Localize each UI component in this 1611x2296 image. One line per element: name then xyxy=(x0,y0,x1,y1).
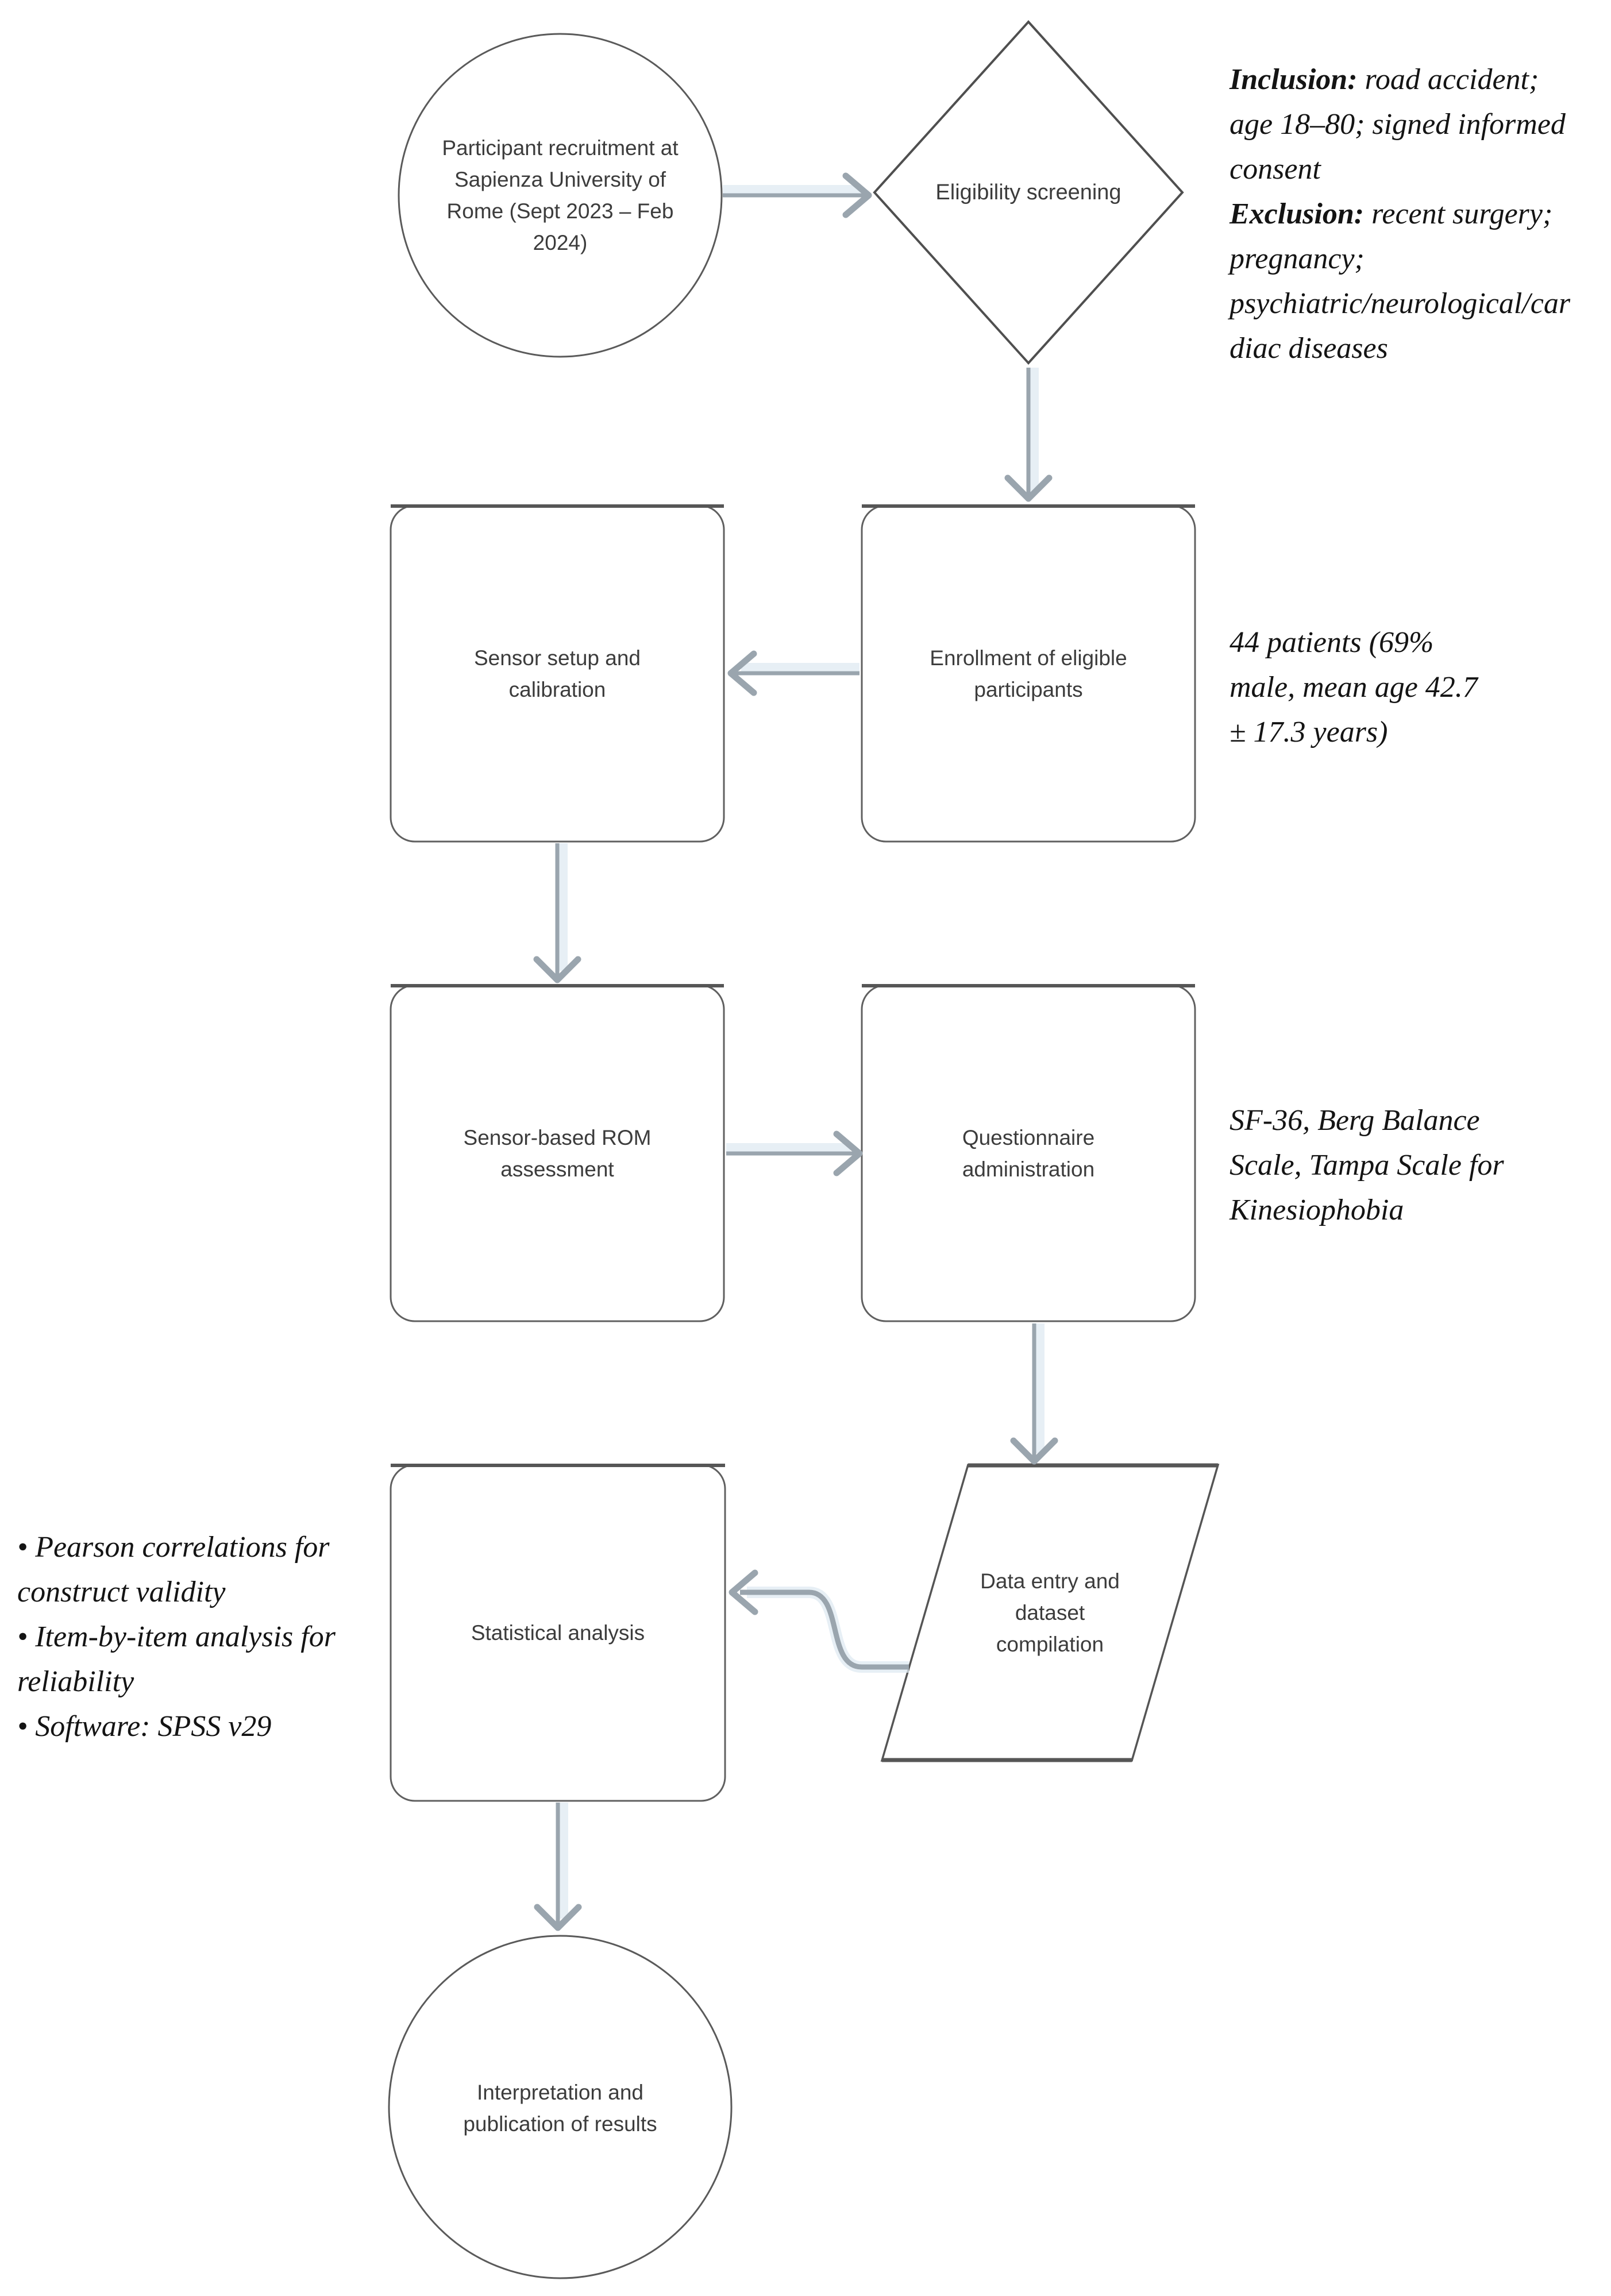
arrow-data-entry-to-statistics xyxy=(729,1569,909,1673)
arrow-enrollment-to-sensor-setup xyxy=(727,650,860,696)
enrollment-sample-note: 44 patients (69% male, mean age 42.7 ± 1… xyxy=(1230,626,1478,748)
questionnaire-scales-note: SF-36, Berg Balance Scale, Tampa Scale f… xyxy=(1230,1104,1504,1226)
sensor-setup-box-shape xyxy=(390,504,725,843)
data-entry-parallelogram-shape xyxy=(880,1463,1220,1762)
analysis-bullet-software: • Software: SPSS v29 xyxy=(17,1710,272,1743)
questionnaire-box-shape xyxy=(861,984,1196,1322)
enrollment-node-label: Enrollment of eligible participants xyxy=(930,646,1127,701)
arrow-screening-to-enrollment xyxy=(1004,368,1053,502)
inclusion-text: road accident; age 18–80; signed informe… xyxy=(1230,63,1566,186)
statistical-analysis-node-label: Statistical analysis xyxy=(471,1621,645,1645)
screening-diamond-shape xyxy=(873,20,1184,365)
end-circle-shape xyxy=(388,1935,733,2279)
arrow-start-to-screening xyxy=(723,172,872,218)
start-circle-shape xyxy=(398,33,723,358)
inclusion-label: Inclusion: xyxy=(1230,63,1358,96)
analysis-methods-note: • Pearson correlations for construct val… xyxy=(17,1525,388,1749)
sensor-setup-node-label: Sensor setup and calibration xyxy=(473,646,641,701)
questionnaire-node-label: Questionnaire administration xyxy=(962,1125,1095,1181)
arrow-statistics-to-end xyxy=(534,1803,582,1931)
arrow-sensor-setup-to-rom xyxy=(533,843,581,983)
end-node-label: Interpretation and publication of result… xyxy=(463,2081,657,2136)
eligibility-criteria-note: Inclusion: road accident; age 18–80; sig… xyxy=(1230,57,1583,371)
arrow-questionnaire-to-data-entry xyxy=(1010,1323,1058,1465)
analysis-bullet-pearson: • Pearson correlations for construct val… xyxy=(17,1531,330,1608)
rom-assessment-box-shape xyxy=(390,984,725,1322)
exclusion-text: recent surgery; pregnancy; psychiatric/n… xyxy=(1230,198,1571,365)
enrollment-box-shape xyxy=(861,504,1196,843)
start-node-label: Participant recruitment at Sapienza Univ… xyxy=(442,136,679,254)
data-entry-node-label: Data entry and dataset compilation xyxy=(980,1569,1120,1656)
rom-assessment-node-label: Sensor-based ROM assessment xyxy=(463,1125,652,1181)
arrow-rom-to-questionnaire xyxy=(726,1130,863,1176)
exclusion-label: Exclusion: xyxy=(1230,198,1365,230)
screening-node-label: Eligibility screening xyxy=(935,180,1121,204)
statistical-analysis-box-shape xyxy=(390,1464,726,1802)
analysis-bullet-item: • Item-by-item analysis for reliability xyxy=(17,1620,336,1698)
